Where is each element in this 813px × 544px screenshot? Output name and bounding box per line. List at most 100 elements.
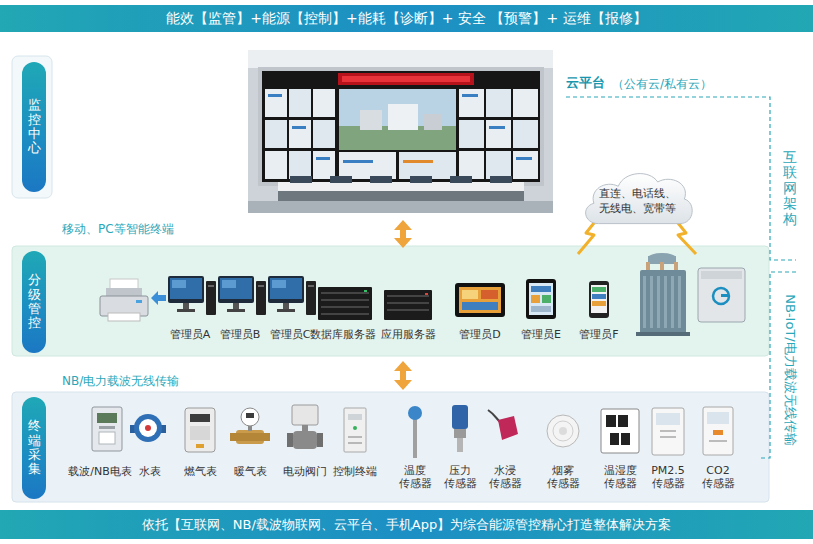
humidity-display-icon-part: [610, 433, 619, 445]
dashed-bracket: [566, 97, 796, 458]
control-room-photo-part: [248, 201, 553, 213]
device-label: 燃气表: [184, 464, 217, 479]
water-leak-sensor-icon: [488, 410, 518, 440]
tablet-icon-part: [531, 295, 540, 303]
control-room-photo-part: [513, 151, 538, 179]
pm25-sensor-icon-part: [656, 413, 680, 425]
electric-valve-icon-part: [293, 431, 317, 449]
device-label: 温度 传感器: [399, 464, 432, 490]
control-room-photo-part: [248, 50, 553, 213]
co2-sensor-icon-part: [709, 440, 727, 442]
database-server-icon-part: [321, 292, 369, 294]
database-server-icon-part: [321, 299, 369, 301]
gateway-box-icon-part: [721, 294, 728, 297]
control-room-photo-part: [462, 94, 478, 97]
control-terminal-icon: [344, 408, 366, 452]
electric-valve-icon-part: [302, 425, 308, 431]
tablet-icon-part: [462, 290, 478, 299]
tier-label-pill: 分级管控: [22, 251, 46, 353]
transformer-icon-part: [650, 276, 653, 328]
tier-name: 监控中心: [28, 98, 41, 155]
tier-name: 分级管控: [28, 273, 41, 330]
top-banner: [0, 5, 813, 32]
control-terminal-icon-part: [353, 426, 357, 430]
tablet-icon-part: [529, 283, 553, 315]
printer-icon-part: [108, 313, 140, 321]
control-terminal-icon-part: [344, 408, 366, 452]
phone-icon: [589, 281, 609, 318]
transformer-icon-part: [640, 270, 686, 334]
control-terminal-icon-part: [348, 442, 362, 444]
tier-band-part: [12, 246, 769, 356]
control-room-photo-part: [330, 176, 352, 183]
tablet-icon: [455, 279, 556, 319]
control-room-photo-part: [338, 73, 474, 85]
section-note: NB/电力载波无线传输: [62, 373, 179, 390]
double-arrow-part: [394, 361, 412, 390]
print-arrow-part: [151, 291, 166, 305]
control-room-photo-part: [399, 152, 456, 179]
smoke-detector-icon-part: [553, 421, 573, 441]
control-room-photo-part: [262, 71, 540, 182]
phone-icon-part: [589, 281, 609, 318]
transformer-icon: [636, 253, 690, 336]
tier-band-part: [12, 56, 52, 198]
device-label: 暖气表: [234, 464, 267, 479]
tablet-icon-part: [459, 287, 501, 313]
control-room-photo-part: [289, 89, 311, 117]
pc-icon-part: [268, 276, 316, 315]
double-arrow-part: [394, 220, 412, 248]
control-room-photo-part: [403, 160, 433, 163]
co2-sensor-icon-part: [713, 430, 723, 435]
electric-meter-icon-part: [99, 426, 115, 429]
application-server-icon-part: [384, 290, 432, 320]
pressure-sensor-icon-part: [457, 438, 463, 452]
control-room-photo-part: [459, 89, 484, 117]
control-room-photo-part: [265, 151, 287, 179]
gateway-box-icon: [698, 268, 745, 322]
tier-band: [12, 56, 769, 502]
control-room-photo-part: [289, 151, 311, 179]
top-banner-part: [0, 5, 813, 32]
printer-icon: [100, 279, 148, 321]
device-label: CO2 传感器: [702, 464, 735, 490]
heat-meter-icon: [230, 408, 270, 444]
control-room-photo-part: [339, 152, 396, 179]
application-server-icon-part: [387, 295, 429, 297]
tablet-icon-part: [531, 306, 551, 312]
smoke-detector-icon: [547, 415, 579, 447]
heat-meter-icon-part: [248, 426, 252, 431]
control-room-photo-part: [342, 76, 470, 82]
water-meter-icon: [130, 414, 166, 442]
pc-icon-part: [218, 276, 266, 315]
platform-name: 云平台: [566, 74, 605, 92]
control-room-photo-part: [489, 126, 505, 129]
device-label: 管理员D: [459, 327, 500, 342]
device-label: 管理员B: [220, 327, 261, 342]
temperature-sensor-icon: [408, 406, 422, 458]
device-label: 管理员C: [270, 327, 311, 342]
temperature-sensor-icon-part: [413, 418, 417, 458]
heat-meter-icon-part: [241, 408, 259, 426]
application-server-icon-part: [425, 293, 428, 295]
electric-meter-icon: [92, 407, 122, 451]
device-label: 载波/NB电表: [68, 464, 131, 479]
control-room-photo-part: [268, 94, 282, 97]
water-meter-icon-part: [139, 419, 157, 437]
humidity-display-icon-part: [618, 415, 628, 427]
electric-valve-icon: [287, 405, 323, 449]
device-label: PM2.5 传感器: [651, 464, 685, 490]
control-room-photo-part: [459, 120, 484, 148]
water-leak-sensor-icon-part: [498, 416, 518, 440]
printer-icon-part: [136, 300, 142, 303]
application-server-icon: [384, 290, 432, 320]
transformer-icon-part: [636, 332, 690, 336]
control-room-photo-part: [258, 67, 544, 186]
database-server-icon-part: [364, 290, 367, 292]
tier-label-pill: 监控中心: [22, 62, 46, 192]
co2-sensor-icon-part: [703, 407, 733, 455]
platform-note: （公有云/私有云）: [612, 76, 712, 93]
smoke-detector-icon-part: [547, 415, 579, 447]
gateway-box-icon-part: [701, 271, 742, 279]
print-arrow: [151, 291, 166, 305]
